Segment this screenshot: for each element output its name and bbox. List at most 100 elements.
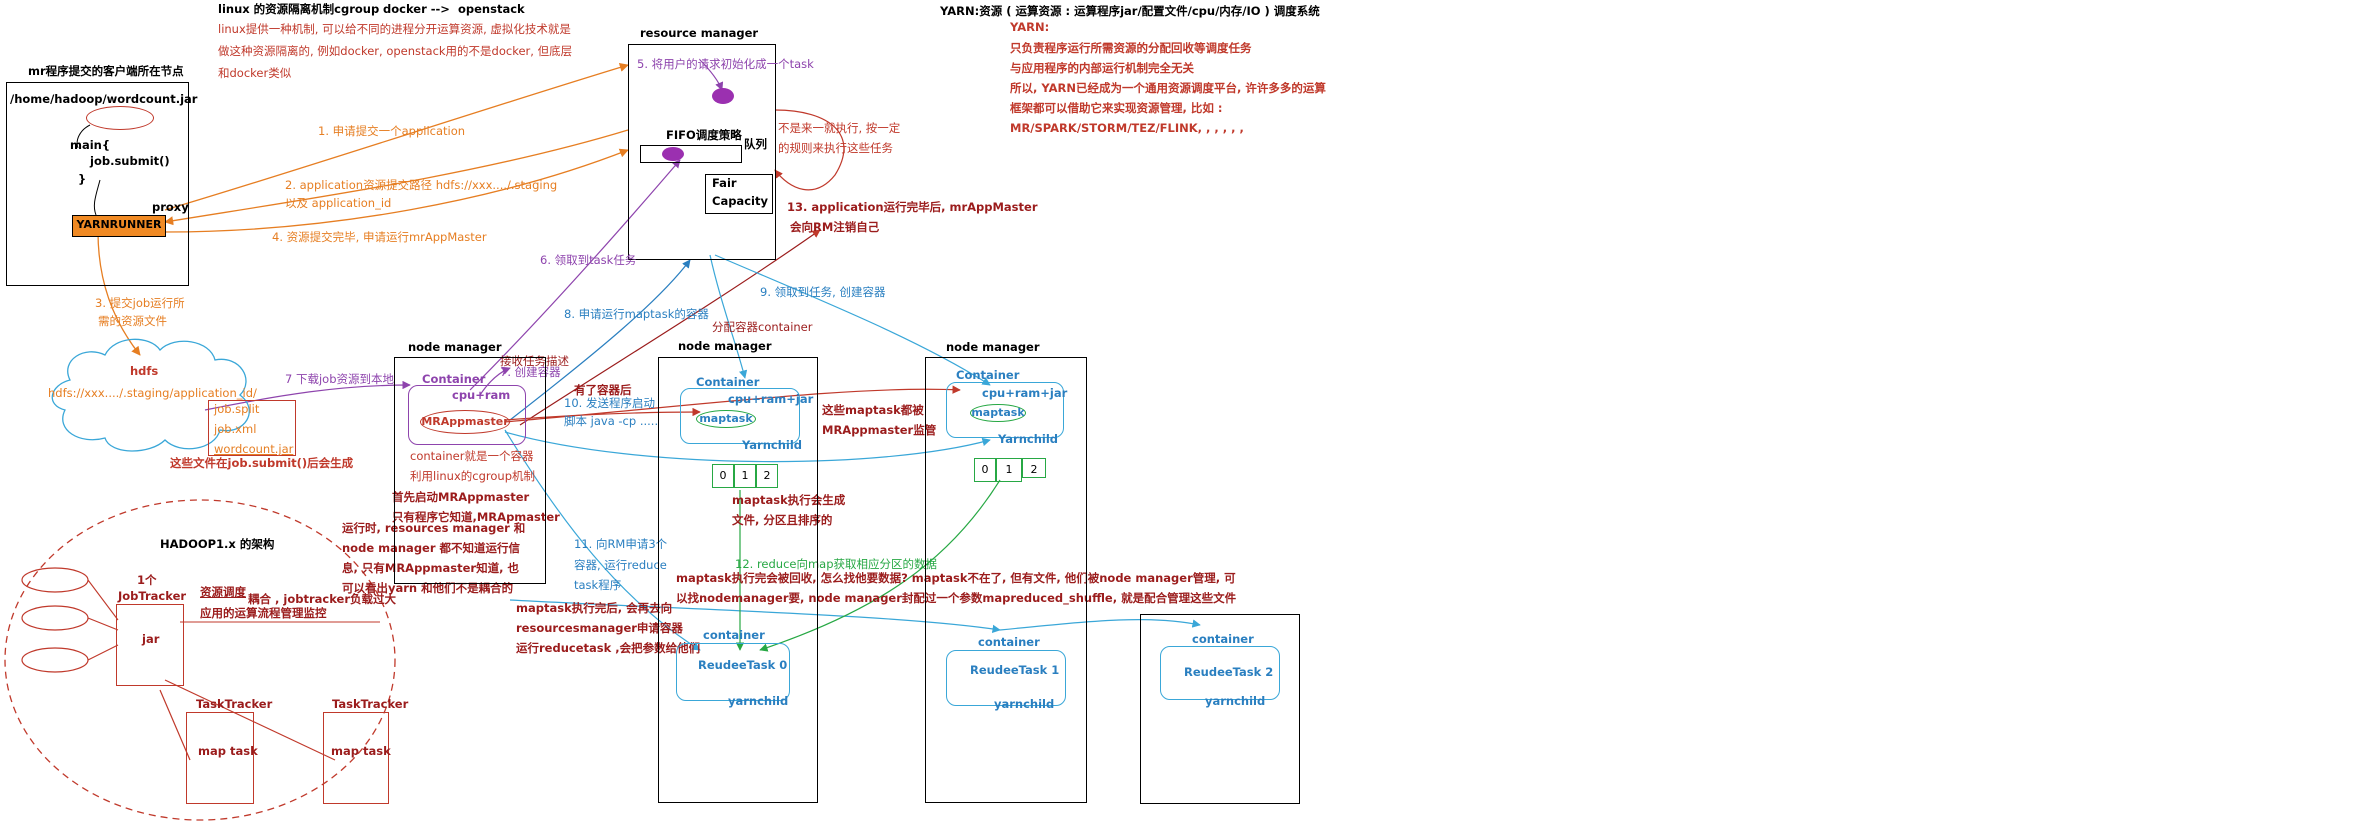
task-dot-1: [712, 88, 734, 104]
hadoop1-client-line-2: [87, 617, 119, 631]
nm2-container-label: Container: [696, 375, 760, 389]
reduce-1-yarnchild: yarnchild: [994, 697, 1055, 711]
linux-desc-line: 做这种资源隔离的, 例如docker, openstack用的不是docker,…: [218, 44, 573, 58]
arrow-step9-a: [709, 254, 748, 379]
node-manager-2-box: [658, 357, 818, 803]
mrappmaster-node[interactable]: MRAppmaster: [420, 410, 510, 434]
nm1-container-box: [408, 385, 526, 445]
step-11b-label: 容器, 运行reduce: [574, 558, 667, 572]
monitored-note-line: MRAppmaster监管: [822, 423, 937, 437]
arrow-rm-loop: [774, 109, 845, 191]
runtime-note-line: 息, 只有MRAppmaster知道, 也: [342, 561, 519, 575]
yarnrunner-button[interactable]: YARNRUNNER: [72, 215, 166, 237]
nm1-title: node manager: [408, 340, 502, 354]
partition-note: maptask执行会生成 文件, 分区且排序的: [732, 490, 845, 530]
shuffle-note-line: maptask执行完会被回收, 怎么找他要数据? maptask不在了, 但有文…: [676, 571, 1236, 585]
node-manager-1-box: [394, 357, 546, 584]
hadoop1-client-2: [21, 605, 89, 631]
mrappmaster-label: MRAppmaster: [421, 415, 509, 428]
client-node-box: [6, 82, 189, 286]
task-dot-2: [662, 147, 684, 161]
step-8-label: 8. 申请运行maptask的容器: [564, 307, 709, 321]
hdfs-file: job.xml: [214, 422, 257, 436]
step-2-label: 2. application资源提交路径 hdfs://xxx..../.sta…: [285, 178, 558, 192]
maptask-done-note: maptask执行完后, 会再去向 resourcesmanager申请容器 运…: [516, 598, 700, 658]
step-4-label: 4. 资源提交完毕, 申请运行mrAppMaster: [272, 230, 487, 244]
step-10b-label: 脚本 java -cp .....: [564, 414, 659, 428]
monitored-note-line: 这些maptask都被: [822, 403, 924, 417]
reduce-0-container-label: container: [703, 628, 765, 642]
step-10-label: 10. 发送程序启动: [564, 396, 655, 410]
arrow-step3: [97, 231, 141, 356]
yarn-title: YARN:资源 ( 运算资源 : 运算程序jar/配置文件/cpu/内存/IO …: [940, 4, 1320, 18]
client-main: main{: [70, 138, 111, 152]
nm3-yarnchild: Yarnchild: [998, 432, 1059, 446]
hadoop1-link-1: [159, 689, 191, 761]
reduce-0-box[interactable]: [676, 643, 790, 701]
yarn-desc-line: 只负责程序运行所需资源的分配回收等调度任务: [1010, 41, 1252, 55]
maptask-done-line: resourcesmanager申请容器: [516, 621, 683, 635]
nm2-partition-1: 1: [734, 464, 756, 488]
start-mram-line: 首先启动MRAppmaster: [392, 490, 530, 504]
reduce-1-task: ReudeeTask 1: [970, 663, 1060, 677]
reduce-2-task: ReudeeTask 2: [1184, 665, 1274, 679]
nm3-title: node manager: [946, 340, 1040, 354]
step-11c-label: task程序: [574, 578, 622, 592]
step-13-label: 13. application运行完毕后, mrAppMaster: [787, 200, 1038, 214]
reduce-2-box[interactable]: [1160, 646, 1280, 700]
fair-label: Fair: [712, 176, 737, 190]
container-desc-note: container就是一个容器 利用linux的cgroup机制: [410, 446, 535, 486]
tasktracker-1-maptask: map task: [198, 744, 258, 758]
yarn-label: YARN:: [1010, 20, 1050, 34]
nm3-partition-2: 2: [1022, 458, 1046, 478]
reduce-0-yarnchild: yarnchild: [728, 694, 789, 708]
step-3-label: 3. 提交job运行所: [95, 296, 185, 310]
yarn-desc-line: 与应用程序的内部运行机制完全无关: [1010, 61, 1194, 75]
hadoop1-client-1: [21, 567, 89, 593]
step-1-label: 1. 申请提交一个application: [318, 124, 466, 138]
start-mram-line: 只有程序它知道,MRApmaster: [392, 510, 560, 524]
monitored-note: 这些maptask都被 MRAppmaster监管: [822, 400, 936, 440]
arrow-step8: [509, 259, 691, 421]
step-2b-label: 以及 application_id: [285, 196, 392, 210]
arrow-step13: [519, 229, 821, 426]
nm2-maptask-node[interactable]: maptask: [696, 410, 756, 428]
alloc-container-note: 分配容器container: [712, 320, 813, 334]
linux-cgroup-title: linux 的资源隔离机制cgroup: [218, 2, 380, 16]
step-13b-label: 会向RM注销自己: [790, 220, 880, 234]
runtime-note-line: 可以看出yarn 和他们不是耦合的: [342, 581, 514, 595]
hadoop1-client-line-1: [87, 579, 119, 621]
client-job-submit: job.submit(): [90, 154, 170, 168]
runtime-note: 运行时, resources manager 和 node manager 都不…: [342, 518, 525, 598]
fair-capacity-box: [705, 174, 773, 214]
yarn-desc-line: 所以, YARN已经成为一个通用资源调度平台, 许许多多的运算: [1010, 81, 1326, 95]
hdfs-cloud: [51, 338, 250, 452]
docker-label: docker -->: [383, 2, 450, 16]
shuffle-note: maptask执行完会被回收, 怎么找他要数据? maptask不在了, 但有文…: [676, 568, 1236, 608]
runtime-note-line: node manager 都不知道运行信: [342, 541, 521, 555]
partition-note-line: maptask执行会生成: [732, 493, 846, 507]
arrow-step11-b: [504, 431, 991, 463]
arrow-step1: [164, 63, 629, 211]
nm2-yarnchild: Yarnchild: [742, 438, 803, 452]
maptask-done-line: 运行reducetask ,会把参数给他们: [516, 641, 701, 655]
yarn-desc-line: 框架都可以借助它来实现资源管理, 比如 :: [1010, 101, 1223, 115]
wordcount-jar-ellipse: [86, 106, 154, 130]
nm3-maptask-node[interactable]: maptask: [970, 404, 1026, 422]
fifo-label: FIFO调度策略: [666, 128, 742, 142]
hadoop1-title: HADOOP1.x 的架构: [160, 537, 275, 551]
capacity-label: Capacity: [712, 194, 768, 208]
nm2-cpu-ram-jar: cpu+ram+jar: [728, 392, 814, 406]
client-arrow-main: [76, 124, 91, 149]
fifo-queue-box: [640, 145, 742, 163]
nm2-maptask-label: maptask: [699, 412, 753, 425]
nm2-partition-2: 2: [756, 464, 778, 488]
nm3-partition-1: 1: [996, 458, 1022, 482]
hdfs-note: 这些文件在job.submit()后会生成: [170, 456, 354, 470]
rule-note: 不是来一就执行, 按一定 的规则来执行这些任务: [778, 118, 900, 158]
reduce-2-node-box: [1140, 614, 1300, 804]
arrow-step6: [469, 159, 681, 391]
node-manager-3-box: [925, 357, 1087, 803]
reduce-1-box[interactable]: [946, 650, 1066, 706]
nm2-title: node manager: [678, 339, 772, 353]
